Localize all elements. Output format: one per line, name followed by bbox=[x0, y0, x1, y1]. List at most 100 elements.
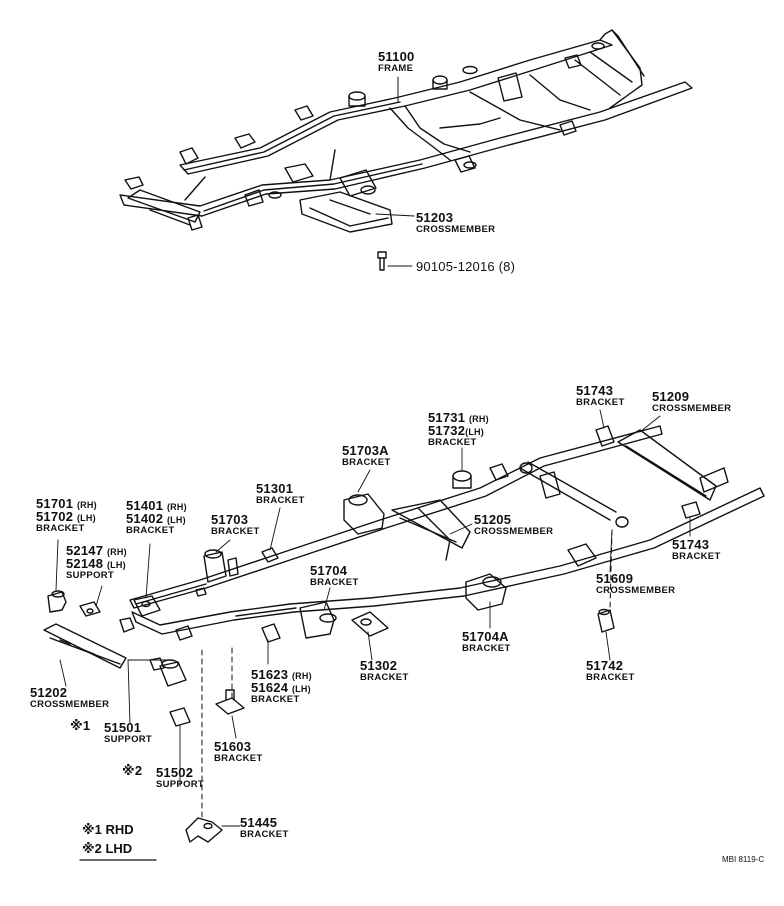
part-description: CROSSMEMBER bbox=[652, 403, 732, 414]
label-51302: 51302 BRACKET bbox=[360, 659, 409, 683]
part-description: CROSSMEMBER bbox=[416, 224, 496, 235]
part-number: 51501 bbox=[104, 720, 142, 735]
frame-assembly-exploded bbox=[43, 425, 765, 843]
label-51703: 51703 BRACKET bbox=[211, 513, 260, 537]
part-description: BRACKET bbox=[586, 672, 635, 683]
part-description: BRACKET bbox=[428, 437, 477, 448]
part-number: 51402 bbox=[126, 511, 164, 526]
label-51209: 51209 CROSSMEMBER bbox=[652, 390, 731, 414]
label-51704: 51704 BRACKET bbox=[310, 564, 359, 588]
part-number: 51603 bbox=[214, 739, 252, 754]
part-number: 51732 bbox=[428, 423, 466, 438]
variant-mark: ※2 bbox=[122, 763, 143, 778]
part-number: 51302 bbox=[360, 658, 398, 673]
part-description: BRACKET bbox=[342, 457, 391, 468]
part-number: 51609 bbox=[596, 571, 634, 586]
part-description: FRAME bbox=[378, 63, 414, 74]
side-marker: (RH) bbox=[291, 671, 312, 681]
side-marker: (LH) bbox=[76, 513, 96, 523]
part-number: 51624 bbox=[251, 680, 289, 695]
part-description: BRACKET bbox=[672, 551, 721, 562]
part-number: 51401 bbox=[126, 498, 164, 513]
label-51742: 51742 BRACKET bbox=[586, 659, 635, 683]
part-number: 51743 bbox=[672, 537, 710, 552]
side-marker: (RH) bbox=[106, 547, 127, 557]
part-number: 51731 bbox=[428, 410, 466, 425]
part-number: 51502 bbox=[156, 765, 194, 780]
label-90105: 90105-12016 (8) bbox=[416, 260, 515, 273]
side-marker: (RH) bbox=[166, 502, 187, 512]
part-description: BRACKET bbox=[240, 829, 289, 840]
part-number: 90105-12016 (8) bbox=[416, 259, 516, 274]
side-marker: (LH) bbox=[465, 427, 484, 437]
label-51501: 51501 SUPPORT bbox=[104, 721, 152, 745]
part-description: BRACKET bbox=[126, 525, 175, 536]
label-52147-52148: 52147 (RH) 52148 (LH) SUPPORT bbox=[66, 544, 127, 581]
part-description: BRACKET bbox=[36, 523, 85, 534]
label-51704A: 51704A BRACKET bbox=[462, 630, 511, 654]
part-description: BRACKET bbox=[310, 577, 359, 588]
label-51301: 51301 BRACKET bbox=[256, 482, 305, 506]
part-number: 51703 bbox=[211, 512, 249, 527]
label-51202: 51202 CROSSMEMBER bbox=[30, 686, 109, 710]
label-51743-right: 51743 BRACKET bbox=[672, 538, 721, 562]
part-number: 51702 bbox=[36, 509, 74, 524]
part-number: 51623 bbox=[251, 667, 289, 682]
legend-rhd: ※1 RHD bbox=[82, 822, 134, 837]
part-description: BRACKET bbox=[214, 753, 263, 764]
legend-lhd: ※2 LHD bbox=[82, 841, 133, 856]
label-51743-top: 51743 BRACKET bbox=[576, 384, 625, 408]
part-number: 51445 bbox=[240, 815, 278, 830]
label-51623-51624: 51623 (RH) 51624 (LH) BRACKET bbox=[251, 668, 312, 705]
part-number: 51742 bbox=[586, 658, 624, 673]
part-description: SUPPORT bbox=[104, 734, 153, 745]
part-description: BRACKET bbox=[462, 643, 511, 654]
side-marker: (LH) bbox=[166, 515, 186, 525]
part-description: BRACKET bbox=[576, 397, 625, 408]
side-marker: (RH) bbox=[468, 414, 489, 424]
part-number: 51743 bbox=[576, 383, 614, 398]
label-51703A: 51703A BRACKET bbox=[342, 444, 391, 468]
part-description: CROSSMEMBER bbox=[596, 585, 676, 596]
side-marker: (RH) bbox=[76, 500, 97, 510]
label-51445: 51445 BRACKET bbox=[240, 816, 289, 840]
frame-assembly-top bbox=[119, 29, 693, 271]
part-description: CROSSMEMBER bbox=[30, 699, 110, 710]
variant-mark: ※1 bbox=[70, 718, 91, 733]
part-number: 51209 bbox=[652, 389, 690, 404]
label-51501-mark: ※1 bbox=[70, 719, 90, 732]
leader-lines bbox=[55, 409, 691, 827]
part-description: SUPPORT bbox=[156, 779, 205, 790]
part-number: 51203 bbox=[416, 210, 454, 225]
part-number: 51703A bbox=[342, 443, 389, 458]
drawing-code: MBI 8119-C bbox=[722, 855, 765, 864]
part-description: BRACKET bbox=[251, 694, 300, 705]
label-51609: 51609 CROSSMEMBER bbox=[596, 572, 675, 596]
part-description: CROSSMEMBER bbox=[474, 526, 554, 537]
label-51701-51702: 51701 (RH) 51702 (LH) BRACKET bbox=[36, 497, 97, 534]
part-number: 51202 bbox=[30, 685, 68, 700]
label-51203: 51203 CROSSMEMBER bbox=[416, 211, 495, 235]
part-number: 51704 bbox=[310, 563, 348, 578]
part-description: BRACKET bbox=[211, 526, 260, 537]
side-marker: (LH) bbox=[291, 684, 311, 694]
label-51401-51402: 51401 (RH) 51402 (LH) BRACKET bbox=[126, 499, 187, 536]
part-description: SUPPORT bbox=[66, 570, 115, 581]
part-number: 52148 bbox=[66, 556, 104, 571]
label-51100: 51100 FRAME bbox=[378, 50, 414, 74]
part-number: 51205 bbox=[474, 512, 512, 527]
label-51603: 51603 BRACKET bbox=[214, 740, 263, 764]
label-51502-mark: ※2 bbox=[122, 764, 142, 777]
part-number: 51701 bbox=[36, 496, 74, 511]
label-51731-51732: 51731 (RH) 51732(LH) BRACKET bbox=[428, 411, 489, 448]
part-number: 52147 bbox=[66, 543, 104, 558]
part-description: BRACKET bbox=[360, 672, 409, 683]
label-51205: 51205 CROSSMEMBER bbox=[474, 513, 553, 537]
label-51502: 51502 SUPPORT bbox=[156, 766, 204, 790]
part-number: 51301 bbox=[256, 481, 294, 496]
part-description: BRACKET bbox=[256, 495, 305, 506]
part-number: 51100 bbox=[378, 49, 415, 64]
side-marker: (LH) bbox=[106, 560, 126, 570]
part-number: 51704A bbox=[462, 629, 509, 644]
